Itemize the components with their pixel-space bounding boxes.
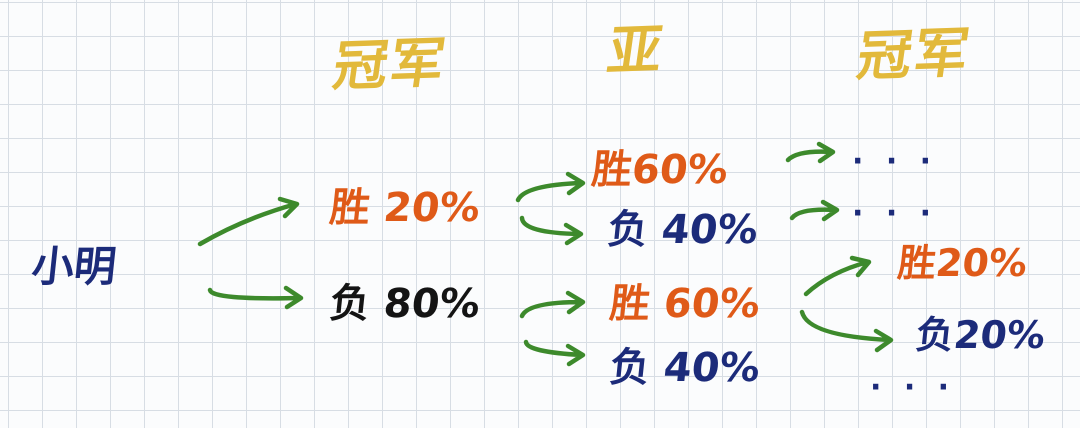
arrow-start-to-lose [207, 285, 304, 310]
round3-dots-2: · · · [852, 196, 938, 231]
round1-win: 胜 20% [327, 185, 483, 231]
round2-upper-lose: 负 40% [605, 207, 761, 253]
round3-dots-1: · · · [852, 144, 938, 179]
arrow-group [197, 141, 894, 367]
arrow-lose-to-lower-lose [523, 339, 586, 367]
header-round1: 冠军 [329, 31, 451, 98]
round3-dots-3: · · · [870, 370, 956, 405]
arrow-upper-to-dots-1 [785, 141, 836, 164]
arrow-start-to-win [197, 196, 300, 247]
arrow-lower-to-win [803, 255, 872, 297]
arrow-upper-to-dots-2 [789, 199, 840, 222]
arrow-win-to-upper-lose [519, 215, 584, 246]
arrow-win-to-upper-win [515, 171, 586, 203]
header-round2: 亚 [603, 18, 669, 83]
start-label: 小明 [29, 242, 119, 291]
arrow-lower-to-lose [799, 309, 894, 353]
arrow-lose-to-lower-win [519, 290, 586, 319]
round3-lose: 负20% [913, 313, 1048, 357]
round2-upper-win: 胜60% [589, 147, 731, 193]
round2-lower-win: 胜 60% [607, 281, 763, 327]
round3-win: 胜20% [895, 241, 1030, 285]
round2-lower-lose: 负 40% [607, 345, 763, 391]
header-round3: 冠军 [853, 21, 975, 88]
round1-lose: 负 80% [327, 281, 483, 327]
